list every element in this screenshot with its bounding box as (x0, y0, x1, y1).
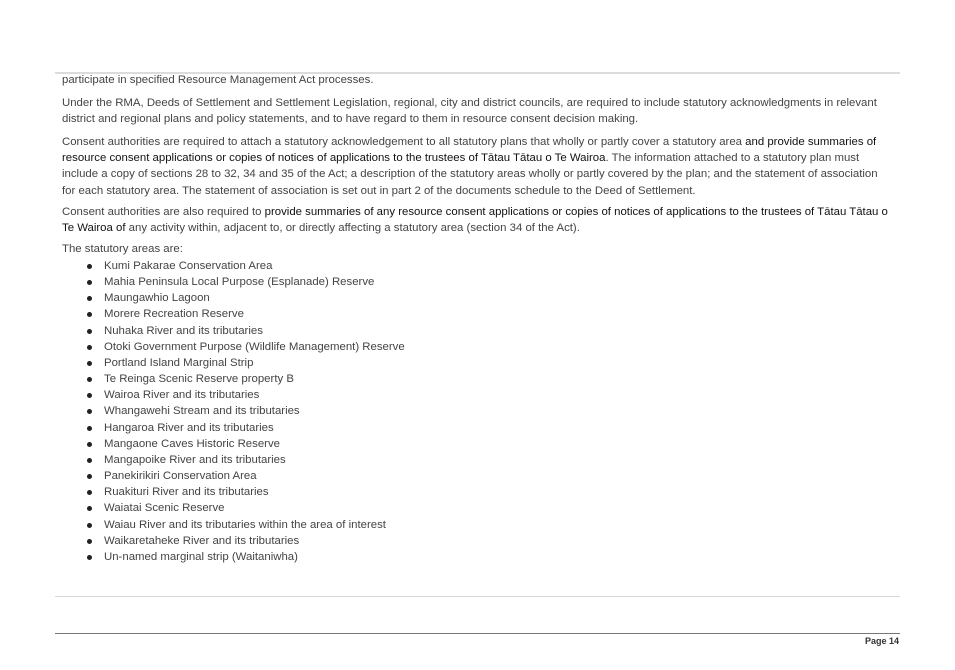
text-segment: . The information attached to a statutor… (62, 152, 878, 197)
list-item: Morere Recreation Reserve (62, 306, 405, 322)
list-item: Nuhaka River and its tributaries (62, 323, 405, 339)
list-item: Kumi Pakarae Conservation Area (62, 258, 405, 274)
paragraph-intro-end: participate in specified Resource Manage… (62, 74, 374, 86)
list-item: Maungawhio Lagoon (62, 290, 405, 306)
footer-divider (55, 633, 900, 634)
list-item: Waiau River and its tributaries within t… (62, 517, 405, 533)
text-segment: Consent authorities are also required to (62, 206, 265, 218)
paragraph-summaries: Consent authorities are also required to… (62, 204, 892, 236)
list-item: Hangaroa River and its tributaries (62, 420, 405, 436)
list-item: Ruakituri River and its tributaries (62, 484, 405, 500)
list-item: Waiatai Scenic Reserve (62, 500, 405, 516)
text-segment: any activity within, adjacent to, or dir… (125, 222, 580, 235)
paragraph-consent-authorities: Consent authorities are required to atta… (62, 134, 892, 199)
list-item: Whangawehi Stream and its tributaries (62, 403, 405, 419)
list-item: Otoki Government Purpose (Wildlife Manag… (62, 339, 405, 355)
content-divider (55, 596, 900, 597)
text-segment: Consent authorities are required to atta… (62, 136, 746, 148)
paragraph-rma: Under the RMA, Deeds of Settlement and S… (62, 97, 877, 126)
list-item: Mangaone Caves Historic Reserve (62, 436, 405, 452)
list-item: Mangapoike River and its tributaries (62, 452, 405, 468)
list-item: Un-named marginal strip (Waitaniwha) (62, 549, 405, 565)
list-item: Portland Island Marginal Strip (62, 355, 405, 371)
list-item: Panekirikiri Conservation Area (62, 468, 405, 484)
list-item: Waikaretaheke River and its tributaries (62, 533, 405, 549)
paragraph-areas-intro: The statutory areas are: (62, 243, 183, 255)
list-item: Mahia Peninsula Local Purpose (Esplanade… (62, 274, 405, 290)
list-item: Wairoa River and its tributaries (62, 387, 405, 403)
page-number: Page 14 (864, 636, 899, 646)
header-divider (55, 72, 900, 74)
text-segment-emphasis: and provide summaries of resource consen… (62, 136, 877, 165)
text-segment-emphasis: provide summaries of any resource consen… (62, 206, 888, 235)
list-item: Te Reinga Scenic Reserve property B (62, 371, 405, 387)
